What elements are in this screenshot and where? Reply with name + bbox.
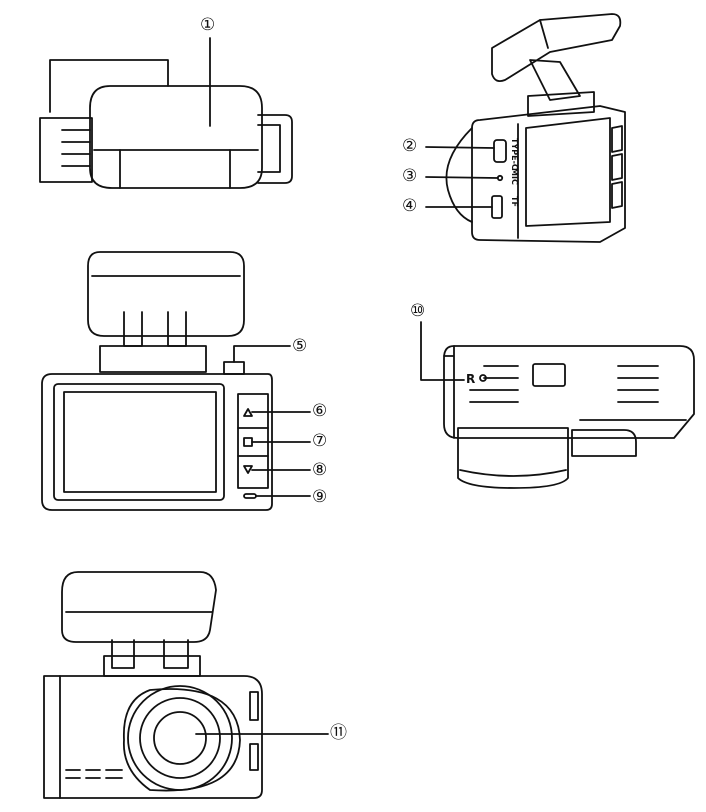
side-button [611, 125, 623, 153]
tf-card-slot [491, 195, 503, 219]
front-lens-outer [127, 685, 233, 791]
top-view-lens-barrel [457, 427, 569, 489]
front-side-ports [249, 691, 259, 771]
callout-leader-5 [233, 345, 291, 363]
top-view-center-port [532, 363, 566, 387]
callout-4: ④ [402, 196, 418, 216]
view-front-lens [43, 571, 329, 799]
view-top [39, 37, 293, 189]
front-mount-neck [111, 639, 189, 669]
side-button [611, 153, 623, 181]
rear-button-column [237, 393, 269, 489]
front-body [43, 675, 263, 799]
top-view-body [443, 345, 695, 439]
top-view-lens-ring [459, 469, 567, 477]
front-lens-mid [139, 697, 221, 779]
callout-leader-2 [425, 146, 495, 149]
top-view-mount-bottom [571, 429, 637, 457]
power-button [223, 361, 245, 375]
callout-8: ⑧ [312, 460, 328, 480]
callout-10: ⑩ [410, 301, 426, 321]
view-top-mount-pad [89, 85, 263, 189]
mount-arm [491, 13, 622, 83]
mount-arm-edge [539, 19, 549, 49]
rear-mount-pad [87, 251, 245, 337]
mic-label: MIC [510, 168, 519, 185]
usb-c-port [493, 139, 507, 163]
r-port-icon [479, 374, 487, 382]
callout-leader-3 [425, 176, 499, 179]
mount-base [527, 91, 595, 117]
view-top-rear-body [39, 117, 93, 183]
type-c-label: TYPE-C [510, 138, 519, 170]
down-arrow-icon [243, 465, 253, 474]
menu-icon [243, 437, 253, 447]
view-side-lens [445, 127, 473, 223]
view-top-rear-block [49, 59, 169, 113]
callout-9: ⑨ [312, 487, 328, 507]
view-side-screen [525, 117, 611, 227]
view-side-body [471, 105, 626, 243]
front-lens-inner [153, 711, 207, 765]
mount-neck [529, 59, 581, 101]
callout-2: ② [402, 136, 418, 156]
rear-mount-neck [123, 311, 187, 347]
view-top-mount-pad-side [119, 149, 231, 189]
view-rear-screen [41, 251, 311, 511]
rear-body [41, 373, 273, 511]
view-side-ports: TYPE-C MIC TF [425, 13, 626, 243]
rear-screen [63, 391, 217, 493]
callout-7: ⑦ [312, 431, 328, 451]
side-button [611, 181, 623, 209]
top-view-body-inner [443, 345, 455, 439]
callout-3: ③ [402, 166, 418, 186]
callout-5: ⑤ [292, 336, 308, 356]
r-port-label: R [466, 372, 475, 386]
view-top-clip [257, 114, 293, 184]
callout-1: ① [200, 15, 216, 35]
rear-mount-base [99, 345, 207, 373]
callout-6: ⑥ [312, 401, 328, 421]
front-mount-pad [61, 571, 217, 643]
tf-label: TF [510, 196, 519, 207]
front-mount-base [103, 655, 201, 677]
callout-leader-10 [420, 321, 465, 381]
view-top-clip-inner [257, 124, 281, 173]
callout-11: ⑪ [330, 723, 347, 743]
view-top-port: R [420, 321, 695, 489]
rear-bezel [53, 383, 225, 501]
indicator-led [243, 493, 257, 499]
up-arrow-icon [243, 408, 253, 417]
